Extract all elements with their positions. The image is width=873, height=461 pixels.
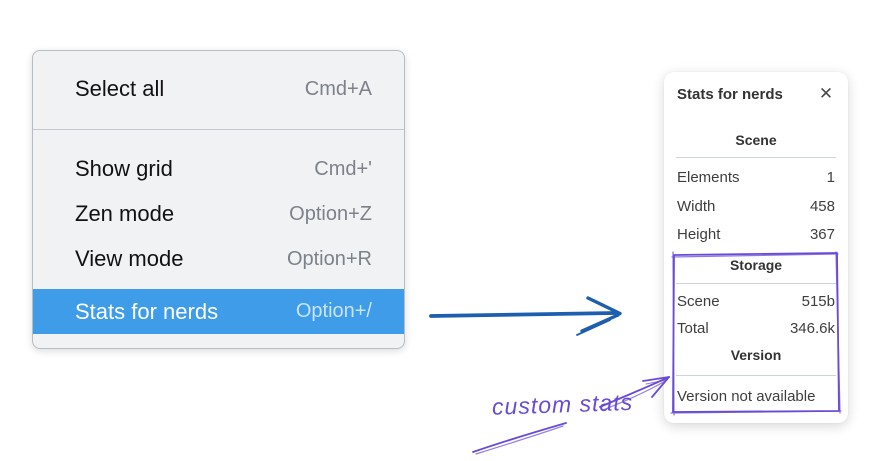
section-heading-scene: Scene: [735, 132, 777, 148]
blue-arrow: [429, 296, 622, 336]
stats-panel: Stats for nerds ✕ Scene Elements 1 Width…: [664, 72, 848, 423]
menu-item-label: Stats for nerds: [75, 298, 219, 324]
custom-stats-label: custom stats: [491, 388, 634, 420]
menu-item-label: Show grid: [75, 156, 173, 181]
menu-item-stats-for-nerds[interactable]: Stats for nerds Option+/: [33, 289, 404, 334]
stat-value: 346.6k: [789, 319, 835, 337]
menu-item-view-mode[interactable]: View mode Option+R: [33, 237, 404, 281]
version-note: Version not available: [677, 388, 816, 405]
stat-value: 1: [826, 168, 835, 186]
stats-panel-title: Stats for nerds: [677, 86, 783, 103]
stat-row-width: Width 458: [677, 196, 835, 216]
menu-item-shortcut: Cmd+A: [304, 77, 372, 100]
menu-item-shortcut: Option+/: [295, 300, 372, 322]
menu-item-label: Zen mode: [75, 201, 175, 226]
menu-divider: [33, 129, 404, 130]
section-divider: [676, 283, 836, 284]
stat-label: Scene: [677, 292, 720, 310]
stat-row-total-storage: Total 346.6k: [677, 318, 835, 338]
stat-row-scene-storage: Scene 515b: [677, 291, 835, 311]
section-divider: [676, 157, 836, 158]
stat-label: Height: [677, 225, 721, 243]
menu-item-label: View mode: [75, 246, 184, 271]
context-menu: Select all Cmd+A Show grid Cmd+' Zen mod…: [32, 50, 405, 349]
close-icon[interactable]: ✕: [818, 84, 834, 103]
stat-value: 367: [809, 225, 835, 243]
section-heading-version: Version: [730, 347, 782, 363]
stat-label: Width: [677, 197, 716, 215]
menu-item-show-grid[interactable]: Show grid Cmd+': [33, 147, 404, 191]
menu-item-zen-mode[interactable]: Zen mode Option+Z: [33, 192, 404, 236]
stat-label: Total: [677, 319, 709, 337]
section-heading-storage: Storage: [729, 257, 783, 273]
menu-item-label: Select all: [75, 76, 165, 101]
stat-label: Elements: [677, 168, 740, 186]
menu-item-select-all[interactable]: Select all Cmd+A: [33, 67, 404, 111]
stat-value: 458: [809, 197, 835, 215]
stat-row-height: Height 367: [677, 224, 835, 244]
section-divider: [676, 375, 836, 376]
stat-value: 515b: [801, 292, 835, 310]
menu-item-shortcut: Option+R: [286, 247, 372, 270]
menu-item-shortcut: Cmd+': [314, 157, 372, 180]
stat-row-elements: Elements 1: [677, 167, 835, 187]
menu-item-shortcut: Option+Z: [289, 202, 372, 225]
